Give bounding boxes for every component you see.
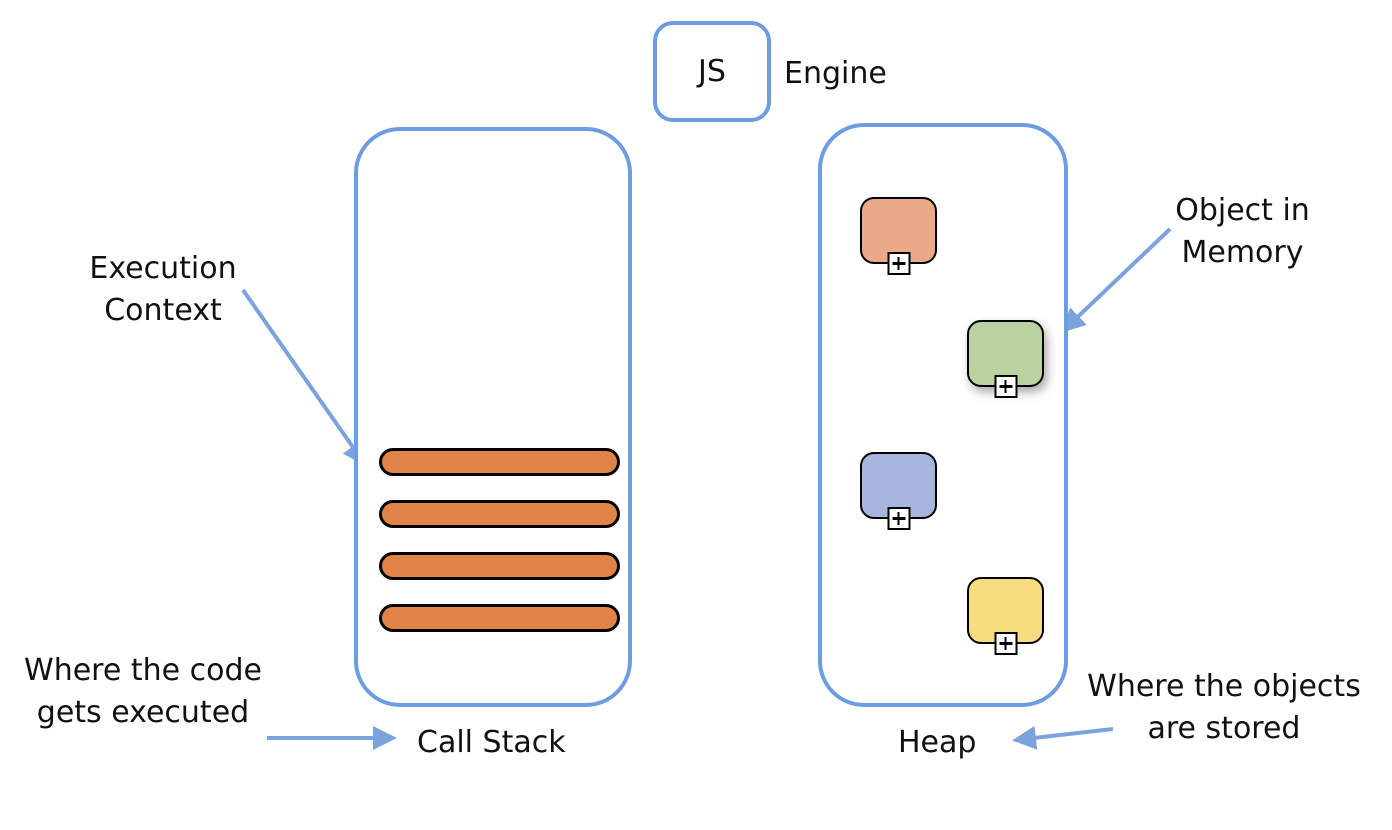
call-stack-container xyxy=(354,127,632,707)
execution-context-bars xyxy=(379,448,620,632)
plus-icon xyxy=(994,632,1017,655)
heap-object-green xyxy=(967,320,1044,398)
execution-context-bar xyxy=(379,500,620,528)
execution-context-bar xyxy=(379,552,620,580)
js-box-label: JS xyxy=(698,54,726,89)
heap-object-salmon xyxy=(860,197,937,275)
execution-context-label: Execution Context xyxy=(89,251,237,328)
object-in-memory-label: Object in Memory xyxy=(1175,193,1310,270)
where-objects-stored-label: Where the objects are stored xyxy=(1087,669,1361,746)
plus-icon xyxy=(887,507,910,530)
heap-label: Heap xyxy=(898,725,977,760)
where-code-executed-label: Where the code gets executed xyxy=(24,653,262,730)
heap-object-blue xyxy=(860,452,937,530)
plus-icon xyxy=(994,375,1017,398)
heap-object-yellow xyxy=(967,577,1044,655)
heap-container xyxy=(818,123,1068,707)
plus-icon xyxy=(887,252,910,275)
call-stack-label: Call Stack xyxy=(417,725,566,760)
engine-title: Engine xyxy=(784,56,887,91)
js-engine-box: JS xyxy=(653,21,771,122)
execution-context-bar xyxy=(379,604,620,632)
execution-context-bar xyxy=(379,448,620,476)
